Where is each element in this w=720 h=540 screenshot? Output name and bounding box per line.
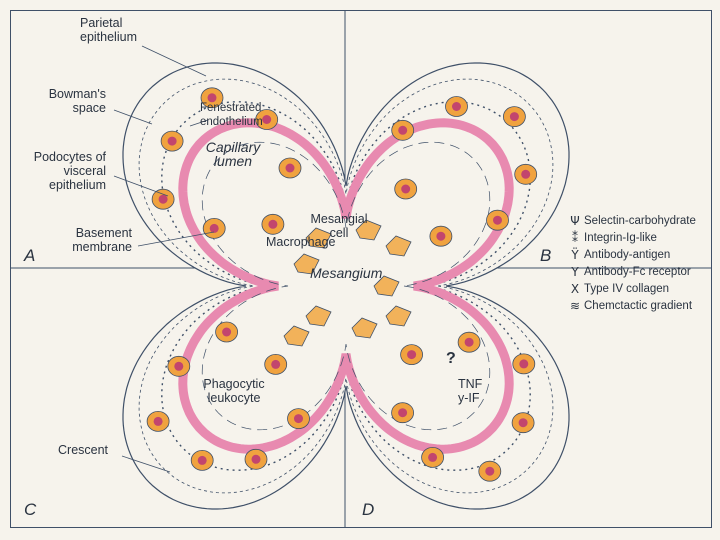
glomerulus-figure <box>10 10 712 528</box>
collagen-icon: X <box>570 281 580 296</box>
leader-line <box>189 119 209 127</box>
mesangial-cell <box>351 317 378 339</box>
mesangial-cell <box>373 275 400 297</box>
cell-layer <box>146 87 538 482</box>
label-parietal-epithelium: Parietal epithelium <box>80 16 137 44</box>
mesangial-cell <box>385 235 412 257</box>
figure-frame <box>10 10 712 528</box>
panel-label-d: D <box>362 500 375 519</box>
cell-nucleus <box>398 125 408 135</box>
panel-label-a: A <box>24 246 36 265</box>
label-question: ? <box>446 350 456 367</box>
legend: Ψ Selectin-carbohydrate ⁑ Integrin-Ig-like… <box>566 212 712 314</box>
leader-line <box>141 45 207 77</box>
integrin-icon: ⁑ <box>572 230 578 245</box>
cell-nucleus <box>464 337 474 347</box>
label-mesangial-cell: Mesangial cell <box>310 212 368 240</box>
cell-nucleus <box>174 361 184 371</box>
cell-nucleus <box>519 359 529 369</box>
legend-item: Ÿ Antibody-antigen <box>566 246 712 263</box>
legend-label: Integrin-Ig-like <box>584 231 657 244</box>
cell-nucleus <box>158 194 168 204</box>
cell-nucleus <box>222 327 232 337</box>
endothelium-lining <box>201 141 491 431</box>
legend-item: Y Antibody-Fc receptor <box>566 263 712 280</box>
antibody-antigen-icon: Ÿ <box>571 247 579 262</box>
label-phagocytic-leukocyte: Phagocytic leukocyte <box>203 377 265 405</box>
cell-nucleus <box>271 359 281 369</box>
cell-nucleus <box>262 115 272 124</box>
label-crescent: Crescent <box>58 443 109 457</box>
legend-label: Type IV collagen <box>584 282 670 295</box>
leader-line <box>113 109 153 125</box>
cell-nucleus <box>401 184 411 194</box>
leader-line <box>137 231 215 247</box>
leader-line <box>121 455 171 473</box>
legend-label: Chemctactic gradient <box>584 299 693 312</box>
cell-nucleus <box>436 231 446 241</box>
cell-nucleus <box>209 223 219 233</box>
panel-label-c: C <box>24 500 37 519</box>
cell-nucleus <box>268 219 278 229</box>
glomerulus-shapes <box>122 62 570 510</box>
parietal-epithelium-outline <box>122 62 570 510</box>
mesangial-cell <box>305 305 332 327</box>
legend-item: ⁑ Integrin-Ig-like <box>566 229 712 246</box>
mesangial-cell <box>305 227 332 249</box>
cell-nucleus <box>285 163 295 173</box>
mesangial-cell <box>385 305 412 327</box>
cell-nucleus <box>509 112 519 122</box>
cell-nucleus <box>493 215 502 225</box>
mesangial-cell <box>355 219 382 241</box>
cell-nucleus <box>294 414 303 424</box>
label-tnf: TNF y-IF <box>458 377 483 405</box>
leader-lines <box>113 45 215 473</box>
label-capillary-lumen: Capillary lumen <box>205 139 261 169</box>
label-podocytes: Podocytes of visceral epithelium <box>33 150 106 192</box>
label-bowmans-space: Bowman's space <box>48 87 106 115</box>
chemotactic-icon: ≋ <box>569 298 581 313</box>
cell-nucleus <box>485 466 495 476</box>
mesangial-cell <box>293 253 320 275</box>
label-fenestrated-endothelium: Fenestrated endothelium <box>200 102 263 128</box>
basement-membrane-band <box>178 118 514 454</box>
label-mesangium: Mesangium <box>310 265 383 281</box>
panel-label-b: B <box>540 246 552 265</box>
mesangial-cell <box>283 325 310 347</box>
bowmans-space-outline <box>138 78 554 494</box>
cell-nucleus <box>518 418 528 428</box>
cell-nucleus <box>251 454 261 464</box>
cell-nucleus <box>167 136 177 146</box>
cell-nucleus <box>207 93 217 103</box>
cell-nucleus <box>521 169 531 179</box>
cell-nucleus <box>153 416 163 426</box>
cell-nucleus <box>428 452 438 462</box>
legend-label: Selectin-carbohydrate <box>584 214 696 227</box>
legend-item: Ψ Selectin-carbohydrate <box>566 212 712 229</box>
cell-nucleus <box>398 408 408 418</box>
antibody-fc-icon: Y <box>571 264 579 279</box>
cell-nucleus <box>407 350 417 360</box>
legend-label: Antibody-Fc receptor <box>584 265 691 278</box>
label-basement-membrane: Basement membrane <box>72 226 132 254</box>
label-macrophage: Macrophage <box>266 235 336 249</box>
legend-item: X Type IV collagen <box>566 280 712 297</box>
legend-item: ≋Chemctactic gradient <box>566 297 712 314</box>
leader-line <box>113 175 169 197</box>
cell-nucleus <box>452 102 461 111</box>
selectin-icon: Ψ <box>570 213 580 228</box>
legend-label: Antibody-antigen <box>584 248 671 261</box>
cell-nucleus <box>197 455 207 465</box>
